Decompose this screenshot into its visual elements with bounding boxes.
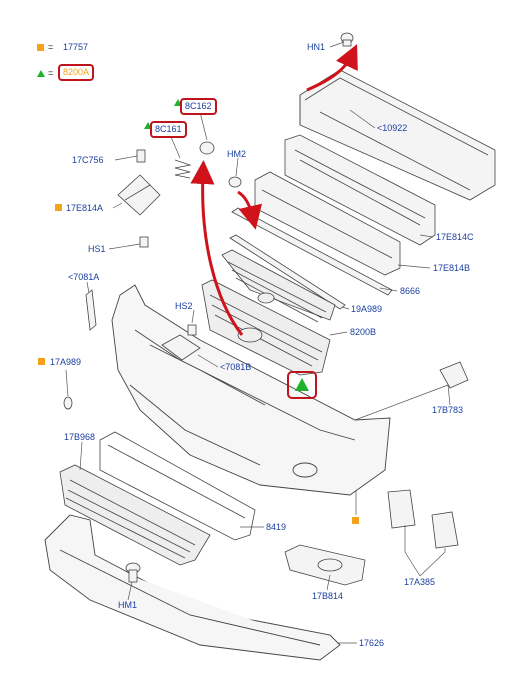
callout-17626: 17626 [359,638,385,648]
green-triangle-marker [295,378,309,391]
hm2-nut [228,176,242,188]
callout-17a385: 17A385 [404,577,436,587]
callout-hs1: HS1 [88,244,106,254]
callout-17a989: 17A989 [50,357,82,367]
callout-17e814c: 17E814C [436,232,474,242]
moulding-19a989 [229,234,346,310]
cap-8c162 [199,141,215,155]
legend-equals: = [48,42,54,52]
callout-8666: 8666 [400,286,421,296]
callout-8c161: 8C161 [150,121,187,138]
callout-10922: <10922 [377,123,408,133]
callout-8419: 8419 [266,522,287,532]
grille-surround-8419 [99,431,256,541]
legend-square-icon [37,44,44,51]
hn1-bolt [340,32,354,47]
legend-triangle-part: 8200A [58,64,95,81]
orange-square-marker [38,358,45,365]
spring-8c161 [174,159,192,179]
callout-8c162: 8C162 [180,98,217,115]
callout-hm2: HM2 [227,149,247,159]
side-bracket-17e814a [117,174,161,216]
upper-grille [221,249,336,323]
leader-lines [65,41,451,644]
bracket-17b783 [439,361,469,389]
callout-hn1: HN1 [307,42,326,52]
red-arrows [190,44,358,336]
highlight-box-grille [287,371,317,399]
energy-absorber [284,134,436,246]
callout-17e814a: 17E814A [66,203,104,213]
callout-7081a: <7081A [68,272,100,282]
hs2-screw [187,324,197,336]
legend-square-part: 17757 [63,42,89,52]
callout-hm1: HM1 [118,600,138,610]
orange-square-marker [55,204,62,211]
callout-17b968: 17B968 [64,432,96,442]
hm1-screw [125,562,141,583]
callout-hs2: HS2 [175,301,193,311]
callout-17b783: 17B783 [432,405,464,415]
license-brackets-17a385 [387,489,459,549]
hs1-screw [139,236,149,248]
lower-grille-17b968 [59,464,211,566]
legend-equals: = [48,68,54,78]
callout-17c756: 17C756 [72,155,104,165]
callout-7081b: <7081B [220,362,252,372]
orange-square-marker [352,517,359,524]
clip-17c756 [136,149,146,163]
callout-17e814b: 17E814B [433,263,471,273]
mounting-plate-7081b [161,334,201,361]
callout-8200b: 8200B [350,327,377,337]
fog-lamp-bezel-17b814 [284,544,366,586]
lower-spoiler-17626 [44,514,341,661]
main-grille-8200b [201,279,331,376]
legend-triangle-icon [37,70,45,77]
callout-17b814: 17B814 [312,591,344,601]
bracket-7081a [85,289,97,331]
clip-17a989 [63,396,73,410]
callout-19a989: 19A989 [351,304,383,314]
